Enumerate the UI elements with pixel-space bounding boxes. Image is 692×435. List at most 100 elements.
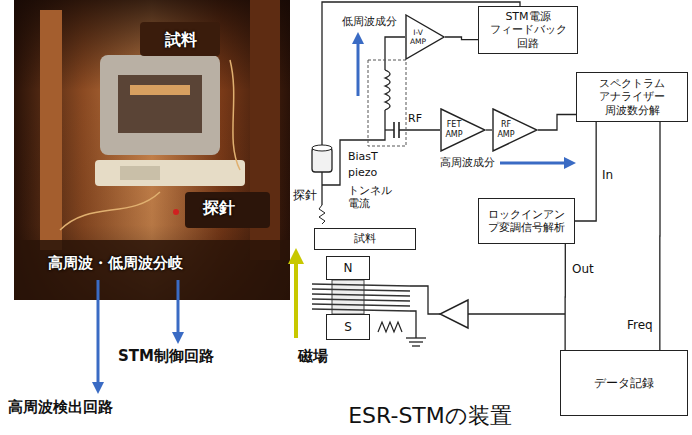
triangle-outline <box>441 109 485 151</box>
circuit-wire <box>468 313 565 314</box>
photo-label: 高周波・低周波分岐 <box>48 254 183 272</box>
diagram-label: トンネル 電流 <box>348 184 398 210</box>
signal-wire <box>445 37 478 40</box>
ground-symbol <box>406 337 426 338</box>
triangle-outline <box>493 109 537 151</box>
node-text: S <box>331 320 365 334</box>
diagram-label: STM制御回路 <box>118 347 214 365</box>
circuit-box: STM電源 フィードバック 回路 <box>478 6 578 54</box>
node-text-group: スペクトラム アナライザー 周波数分解 <box>581 77 683 117</box>
probe-symbol <box>312 145 332 151</box>
field-arrow <box>296 256 297 338</box>
node-text-group: I-V AMP <box>408 28 428 46</box>
amplifier-symbol <box>440 300 468 328</box>
signal-wire <box>575 122 596 221</box>
apparatus-photo <box>185 192 270 228</box>
branch-arrow <box>97 280 100 388</box>
apparatus-photo <box>100 55 220 155</box>
capacitor-symbol <box>398 122 400 138</box>
component-arrow <box>357 38 360 96</box>
apparatus-photo <box>120 166 160 180</box>
photo-label: 試料 <box>165 30 197 49</box>
apparatus-photo <box>40 10 62 250</box>
node-text: データ記録 <box>565 376 683 390</box>
node-text: N <box>331 261 365 275</box>
apparatus-photo <box>95 160 245 186</box>
component-arrow <box>500 162 570 165</box>
branch-arrow <box>177 280 180 338</box>
triangle-outline <box>406 15 444 59</box>
apparatus-photo <box>14 0 290 300</box>
signal-label: Freq <box>626 318 654 332</box>
capacitor-symbol <box>394 122 399 138</box>
node-text: RF AMP <box>495 120 517 139</box>
sample-box: 試料 <box>314 228 416 250</box>
apparatus-photo <box>14 0 290 300</box>
magnet-pole: N <box>326 256 370 280</box>
coil-symbol <box>312 280 410 314</box>
circuit-wire <box>399 129 440 130</box>
apparatus-photo <box>14 240 290 300</box>
circuit-wire <box>410 311 416 338</box>
diagram-label: 磁場 <box>298 347 328 365</box>
diagram-label: piezo <box>348 166 377 179</box>
inductor-symbol <box>385 70 390 110</box>
probe-symbol <box>312 148 332 172</box>
probe-symbol <box>321 172 322 205</box>
signal-wire <box>538 115 576 131</box>
component-arrow <box>358 38 570 163</box>
apparatus-photo <box>118 75 202 133</box>
amplifier-symbol <box>440 300 468 328</box>
diagram-label: RF <box>408 112 422 125</box>
branch-arrow <box>98 280 178 388</box>
photo-label: 探針 <box>203 198 235 217</box>
node-text-group: 試料 <box>319 232 411 245</box>
field-arrow <box>294 256 298 338</box>
modulation-wave <box>378 322 402 332</box>
amplifier-triangle: FET AMP <box>440 108 486 152</box>
amplifier-triangle: RF AMP <box>492 108 538 152</box>
apparatus-photo <box>140 22 220 56</box>
diagram-label: 探針 <box>293 188 317 202</box>
circuit-wire <box>385 37 405 70</box>
magnet-pole: S <box>326 314 370 340</box>
signal-label: In <box>601 168 614 182</box>
node-text-group: RF AMP <box>495 120 517 139</box>
apparatus-photo <box>230 60 240 170</box>
signal-wire <box>659 122 660 350</box>
node-text: STM電源 フィードバック 回路 <box>483 10 573 50</box>
node-text: FET AMP <box>443 120 465 139</box>
lockin-box: ロックインアン プ変調信号解析 <box>478 198 575 244</box>
ground-symbol <box>406 338 426 346</box>
bias-tee-outline <box>368 60 406 146</box>
apparatus-photo <box>130 85 190 95</box>
signal-wire <box>564 244 565 350</box>
circuit-wire <box>385 129 394 130</box>
node-text-group: FET AMP <box>443 120 465 139</box>
apparatus-photo <box>173 209 179 215</box>
amplifier-triangle: I-V AMP <box>405 14 445 60</box>
node-text-group: S <box>331 320 365 334</box>
node-text: ロックインアン プ変調信号解析 <box>483 208 570 234</box>
inductor-symbol <box>385 70 390 110</box>
apparatus-photo <box>60 192 160 230</box>
node-text-group: STM電源 フィードバック 回路 <box>483 10 573 50</box>
coil-symbol <box>312 284 410 311</box>
diagram-label: 低周波成分 <box>342 15 397 28</box>
node-text-group: データ記録 <box>565 376 683 390</box>
probe-symbol <box>312 145 332 224</box>
node-text: I-V AMP <box>408 28 428 46</box>
node-text-group: ロックインアン プ変調信号解析 <box>483 208 570 234</box>
modulation-wave <box>378 322 402 332</box>
diagram-label: 高周波検出回路 <box>8 398 113 416</box>
probe-symbol <box>319 205 325 224</box>
figure-caption: ESR-STMの装置 <box>300 403 560 429</box>
analyzer-box: スペクトラム アナライザー 周波数分解 <box>576 72 688 122</box>
node-text-group: N <box>331 261 365 275</box>
circuit-wire <box>410 286 440 314</box>
signal-label: Out <box>571 262 595 276</box>
ground-symbol <box>409 341 423 342</box>
ground-symbol <box>412 345 420 346</box>
diagram-label: BiasT <box>348 150 378 163</box>
